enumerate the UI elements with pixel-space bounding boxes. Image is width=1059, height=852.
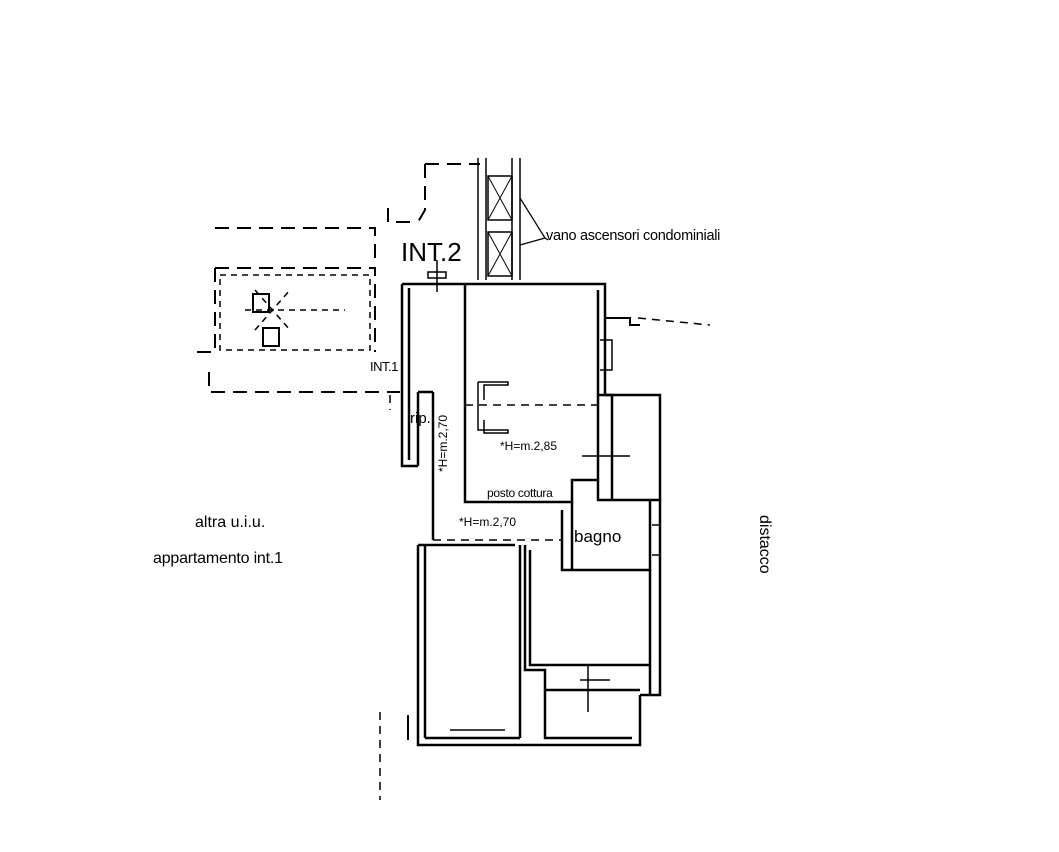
label-closet: rip. <box>410 410 431 427</box>
label-height-entrance: *H=m.2,70 <box>436 414 450 472</box>
label-bathroom: bagno <box>574 527 622 546</box>
apartment-details <box>450 339 661 739</box>
label-height-corridor: *H=m.2,70 <box>459 515 517 529</box>
label-height-living: *H=m.2,85 <box>500 439 558 453</box>
door-markers <box>427 260 630 712</box>
label-other-unit-apartment: appartamento int.1 <box>153 550 283 567</box>
apartment-walls <box>400 282 662 747</box>
label-setback: distacco <box>756 515 773 574</box>
neighbor-fixture <box>219 274 371 351</box>
label-unit-int2: INT.2 <box>401 237 462 267</box>
label-elevator-shaft: vano ascensori condominiali <box>546 228 721 244</box>
neighbor-fixture-solid <box>252 293 280 347</box>
internal-dashed <box>379 295 711 800</box>
label-other-unit: altra u.i.u. <box>195 514 266 531</box>
label-kitchenette: posto cottura <box>487 486 553 500</box>
elevator-shaft <box>477 158 549 280</box>
label-unit-int1: INT.1 <box>370 359 398 374</box>
wall-stub <box>407 317 640 740</box>
neighbor-outline <box>195 163 480 393</box>
